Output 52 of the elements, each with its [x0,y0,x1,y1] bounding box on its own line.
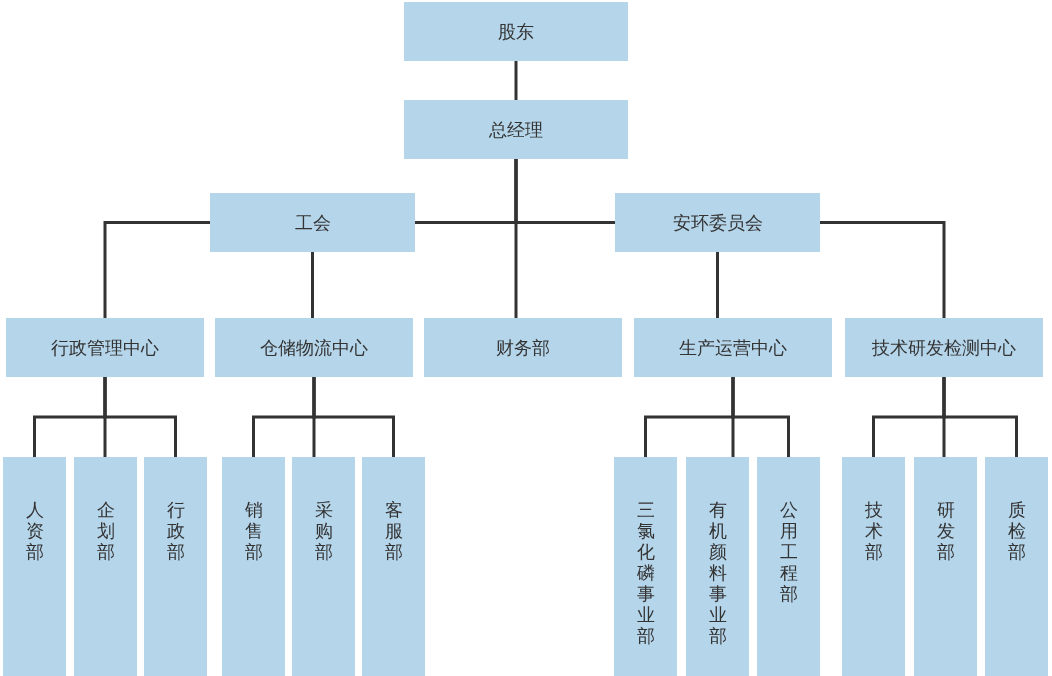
connector-line [716,252,719,318]
department-box [292,457,355,676]
department-box [757,457,820,676]
connector-line [514,61,518,100]
org-box [845,318,1043,377]
connector-line [514,159,518,318]
box-label: 财务部 [496,335,550,360]
connector-line [942,377,1018,457]
department-box [842,457,905,676]
box-label: 三氯化磷事业部 [636,499,655,646]
org-box [215,318,413,377]
box-label: 客服部 [384,499,403,562]
box-label: 总经理 [489,117,543,142]
org-box [404,100,628,159]
connector-line [103,377,177,457]
department-box [222,457,285,676]
box-label: 技术部 [864,499,883,562]
department-box [614,457,677,676]
connector-line [103,221,210,318]
box-label: 企划部 [96,499,115,562]
box-label: 销售部 [244,499,263,562]
org-box [6,318,204,377]
department-box [914,457,977,676]
box-label: 仓储物流中心 [260,335,368,360]
box-label: 股东 [498,19,534,44]
department-box [362,457,425,676]
connector-line [820,221,946,318]
box-label: 采购部 [314,499,333,562]
org-box [404,2,628,61]
box-label: 生产运营中心 [679,335,787,360]
box-label: 安环委员会 [672,210,763,235]
department-box [144,457,207,676]
department-box [74,457,137,676]
box-label: 研发部 [936,499,955,562]
box-label: 工会 [294,210,331,235]
department-box [3,457,66,676]
box-label: 有机颜料事业部 [708,499,727,646]
org-box [615,193,820,252]
box-label: 公用工程部 [779,499,798,604]
org-box [424,318,622,377]
department-box [686,457,749,676]
connector-line [312,377,395,457]
box-label: 技术研发检测中心 [872,335,1016,360]
box-label: 人资部 [25,499,44,562]
connector-line [311,252,314,318]
box-label: 行政管理中心 [51,335,159,360]
box-label: 行政部 [166,499,185,562]
org-box [634,318,832,377]
org-box [210,193,415,252]
department-box [985,457,1048,676]
connector-line [731,377,790,457]
box-label: 质检部 [1007,499,1026,562]
